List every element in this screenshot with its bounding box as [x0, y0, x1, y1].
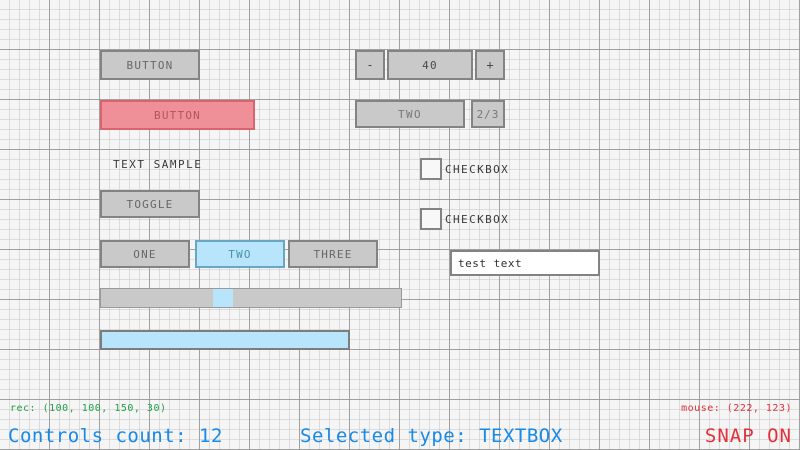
- status-mouse-position: mouse: (222, 123): [681, 403, 792, 414]
- combo-box[interactable]: TWO 2/3: [355, 100, 505, 128]
- combo-box-value[interactable]: TWO: [355, 100, 465, 128]
- checkbox-2-box[interactable]: [420, 208, 442, 230]
- button-default[interactable]: BUTTON: [100, 50, 200, 80]
- progress-bar-fill: [102, 332, 348, 348]
- button-focused[interactable]: BUTTON: [100, 100, 255, 130]
- toggle-group-option-two[interactable]: TWO: [195, 240, 285, 268]
- checkbox-1-label: CHECKBOX: [445, 162, 510, 176]
- toggle-button[interactable]: TOGGLE: [100, 190, 200, 218]
- label-text-sample: TEXT SAMPLE: [113, 158, 203, 171]
- text-box[interactable]: test text: [450, 250, 600, 276]
- spinner-decrement-button[interactable]: -: [355, 50, 385, 80]
- status-controls-count: Controls count: 12: [8, 425, 223, 447]
- checkbox-2[interactable]: CHECKBOX: [420, 208, 509, 230]
- checkbox-1-box[interactable]: [420, 158, 442, 180]
- slider-handle[interactable]: [213, 289, 233, 307]
- checkbox-2-label: CHECKBOX: [445, 212, 510, 226]
- spinner[interactable]: - 40 +: [355, 50, 505, 80]
- toggle-group-option-one[interactable]: ONE: [100, 240, 190, 268]
- status-rec: rec: (100, 100, 150, 30): [10, 403, 167, 414]
- spinner-value[interactable]: 40: [387, 50, 473, 80]
- spinner-increment-button[interactable]: +: [475, 50, 505, 80]
- slider[interactable]: [100, 288, 402, 308]
- progress-bar[interactable]: [100, 330, 350, 350]
- status-snap-mode: SNAP ON: [704, 425, 792, 447]
- checkbox-1[interactable]: CHECKBOX: [420, 158, 509, 180]
- toggle-group-option-three[interactable]: THREE: [288, 240, 378, 268]
- combo-box-index[interactable]: 2/3: [471, 100, 505, 128]
- status-selected-type: Selected type: TEXTBOX: [300, 425, 563, 447]
